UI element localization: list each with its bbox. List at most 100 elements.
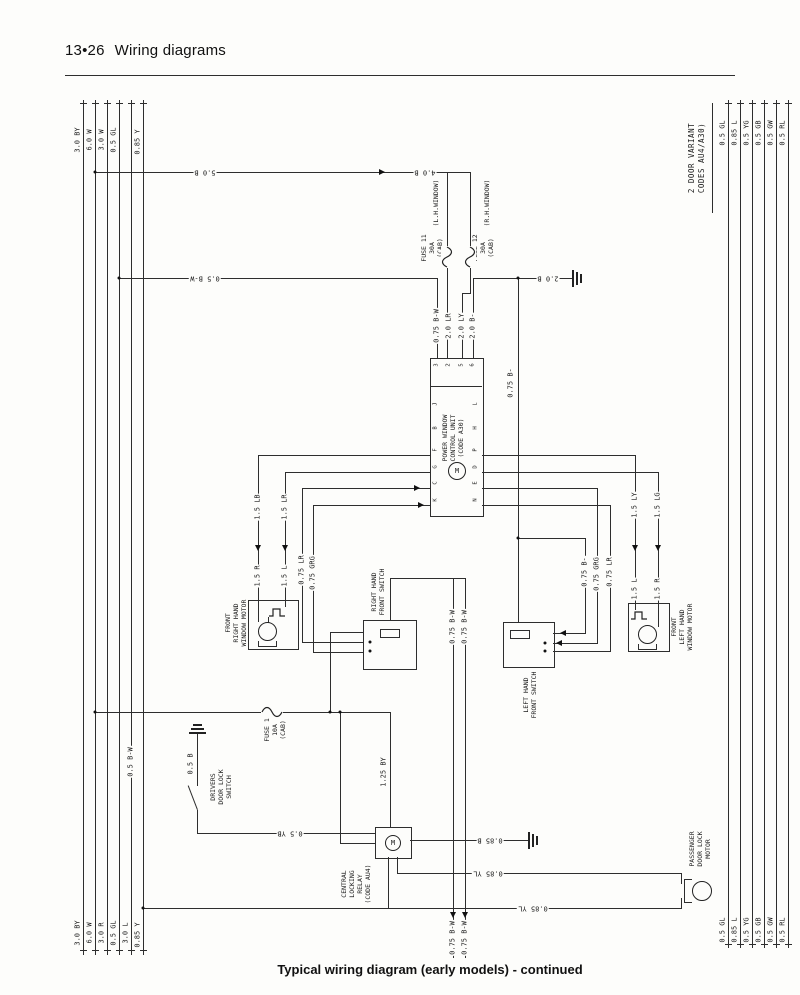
arrowhead-icon — [414, 485, 420, 491]
wire-line — [397, 873, 682, 874]
wire-end-tick — [104, 103, 111, 104]
wire-line — [197, 810, 198, 833]
arrowhead-icon — [462, 912, 468, 918]
wire-line — [635, 603, 636, 613]
power-window-control-unit-box — [430, 358, 484, 517]
wire-line — [482, 505, 610, 506]
junction-dot — [328, 710, 332, 714]
wire-line — [119, 278, 437, 279]
wire-end-tick — [140, 950, 147, 951]
wire-end-tick — [785, 103, 792, 104]
wire-line — [143, 100, 144, 955]
wire-line — [465, 578, 466, 958]
lamp-icon — [510, 630, 530, 639]
wire-line — [258, 455, 259, 600]
wire-label: 3.0 BY — [73, 126, 82, 154]
wire-label: 0.5 B-W — [189, 274, 221, 283]
wire-label: 2.0 LR — [444, 312, 453, 340]
wire-label: 0.75 GRG — [592, 556, 601, 592]
motor-ground-bracket — [258, 641, 277, 647]
wire-line — [313, 652, 363, 653]
wire-end-tick — [761, 944, 768, 945]
wire-line — [658, 603, 659, 627]
wire-label: 5.0 B — [193, 168, 217, 177]
wire-label: 0.85 B — [476, 836, 504, 845]
pin-label: 6 — [469, 363, 476, 367]
wire-line — [258, 455, 430, 456]
front-left-hand-window-motor-label: FRONT LEFT HAND WINDOW MOTOR — [669, 603, 695, 651]
wire-label: 0.85 YL — [517, 904, 549, 913]
junction-dot — [117, 276, 121, 280]
wire-end-tick — [737, 103, 744, 104]
wire-line — [388, 857, 389, 909]
junction-dot — [516, 276, 520, 280]
arrowhead-icon — [418, 502, 424, 508]
ground-icon — [189, 732, 206, 734]
ground-icon — [191, 728, 204, 730]
motor-icon — [258, 622, 277, 641]
arrowhead-icon — [556, 640, 562, 646]
pin-label: F — [432, 448, 439, 452]
fuse-icon — [464, 246, 476, 268]
pin-label: E — [472, 481, 479, 485]
wire-label: 1.5 R — [253, 564, 262, 588]
wire-line — [453, 578, 454, 958]
wire-line — [410, 840, 529, 841]
wire-line — [397, 857, 398, 874]
wire-line — [197, 732, 198, 786]
right-hand-front-switch-label: RIGHT HAND FRONT SWITCH — [369, 568, 386, 616]
wire-end-tick — [128, 950, 135, 951]
wire-line — [390, 578, 391, 620]
wire-line — [143, 908, 682, 909]
wire-line — [95, 712, 390, 713]
wire-label: 0.5 RL — [778, 916, 787, 944]
wire-end-tick — [737, 944, 744, 945]
wire-label: 2.0 B — [536, 274, 560, 283]
wire-end-tick — [92, 103, 99, 104]
pin-label: C — [432, 481, 439, 485]
wire-end-tick — [749, 103, 756, 104]
central-locking-relay-label: CENTRAL LOCKING RELAY (CODE AU4) — [339, 864, 373, 904]
arrowhead-icon — [655, 545, 661, 551]
wire-label: 1.5 R — [653, 577, 662, 601]
wire-line — [740, 100, 741, 948]
pin-label: 2 — [445, 363, 452, 367]
wire-end-tick — [104, 950, 111, 951]
arrowhead-icon — [450, 912, 456, 918]
wire-line — [658, 472, 659, 603]
wire-label: 6.0 W — [85, 128, 94, 152]
wire-label: 1.5 LB — [253, 493, 262, 521]
wire-label: 0.85 Y — [133, 128, 142, 156]
wire-line — [764, 100, 765, 948]
ground-icon — [532, 834, 534, 847]
wire-label: 0.5 GL — [109, 126, 118, 154]
wire-label: 0.5 GL — [718, 916, 727, 944]
wire-label: 0.75 LR — [297, 554, 306, 586]
pin-label: 5 — [458, 363, 465, 367]
diagram-caption: Typical wiring diagram (early models) - … — [277, 962, 583, 977]
variant-note: 2 DOOR VARIANT CODES AU4/A30) — [686, 122, 706, 194]
wire-line — [430, 386, 482, 387]
left-hand-front-switch-label: LEFT HAND FRONT SWITCH — [521, 671, 538, 719]
fuse-11-note: (L.H.WINDOW) — [431, 179, 440, 227]
wire-label: 0.85 L — [730, 119, 739, 147]
wire-end-tick — [749, 944, 756, 945]
wire-line — [728, 100, 729, 948]
wire-line — [712, 103, 713, 213]
wire-line — [83, 100, 84, 955]
wire-label: 0.75 GRG — [308, 555, 317, 591]
junction-dot — [93, 710, 97, 714]
wire-end-tick — [116, 103, 123, 104]
motor-bracket — [684, 879, 692, 903]
right-hand-front-switch-box — [363, 620, 417, 670]
wire-label: 0.75 B-W — [460, 609, 469, 645]
wire-label: 0.5 GW — [766, 119, 775, 147]
junction-dot — [338, 710, 342, 714]
arrowhead-icon — [282, 545, 288, 551]
wire-line — [390, 712, 391, 827]
front-right-hand-window-motor-label: FRONT RIGHT HAND WINDOW MOTOR — [223, 599, 249, 647]
pin-label: B — [432, 426, 439, 430]
wire-label: 0.5 GL — [718, 119, 727, 147]
wire-line — [482, 488, 597, 489]
power-window-control-unit-label: POWER WINDOW CONTROL UNIT (CODE A30) — [440, 414, 466, 462]
